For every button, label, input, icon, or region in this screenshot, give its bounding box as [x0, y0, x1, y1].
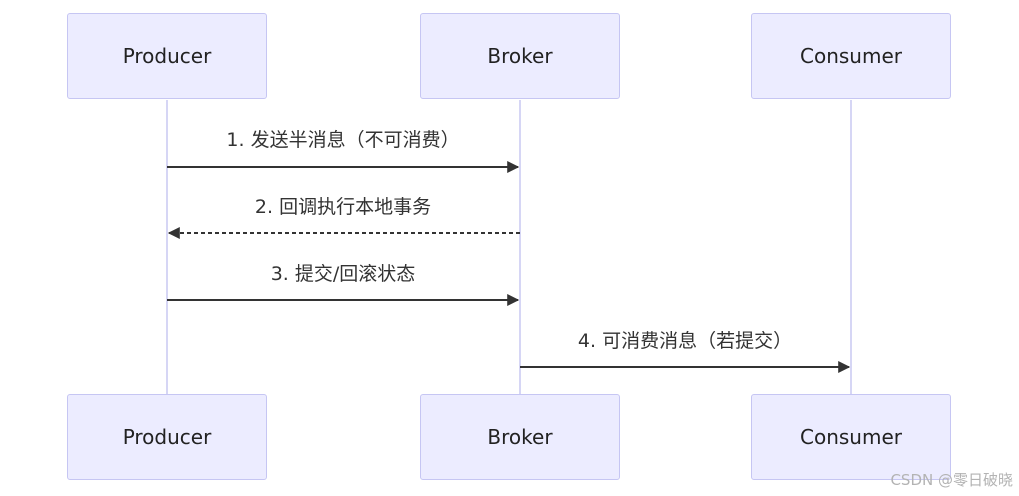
watermark: CSDN @零日破晓	[890, 471, 1013, 489]
actor-label: Producer	[122, 44, 212, 68]
actor-label: Broker	[487, 425, 553, 449]
actor-consumer-top: Consumer	[751, 13, 951, 99]
message-4-label: 4. 可消费消息（若提交）	[577, 330, 793, 352]
message-2-label: 2. 回调执行本地事务	[254, 196, 432, 218]
actor-label: Broker	[487, 44, 553, 68]
actor-broker-bottom: Broker	[420, 394, 620, 480]
actor-label: Consumer	[800, 44, 902, 68]
actor-label: Producer	[122, 425, 212, 449]
actor-producer-top: Producer	[67, 13, 267, 99]
actor-label: Consumer	[800, 425, 902, 449]
actor-producer-bottom: Producer	[67, 394, 267, 480]
actor-consumer-bottom: Consumer	[751, 394, 951, 480]
message-1-label: 1. 发送半消息（不可消费）	[226, 129, 460, 151]
message-3-label: 3. 提交/回滚状态	[270, 263, 416, 285]
actor-broker-top: Broker	[420, 13, 620, 99]
